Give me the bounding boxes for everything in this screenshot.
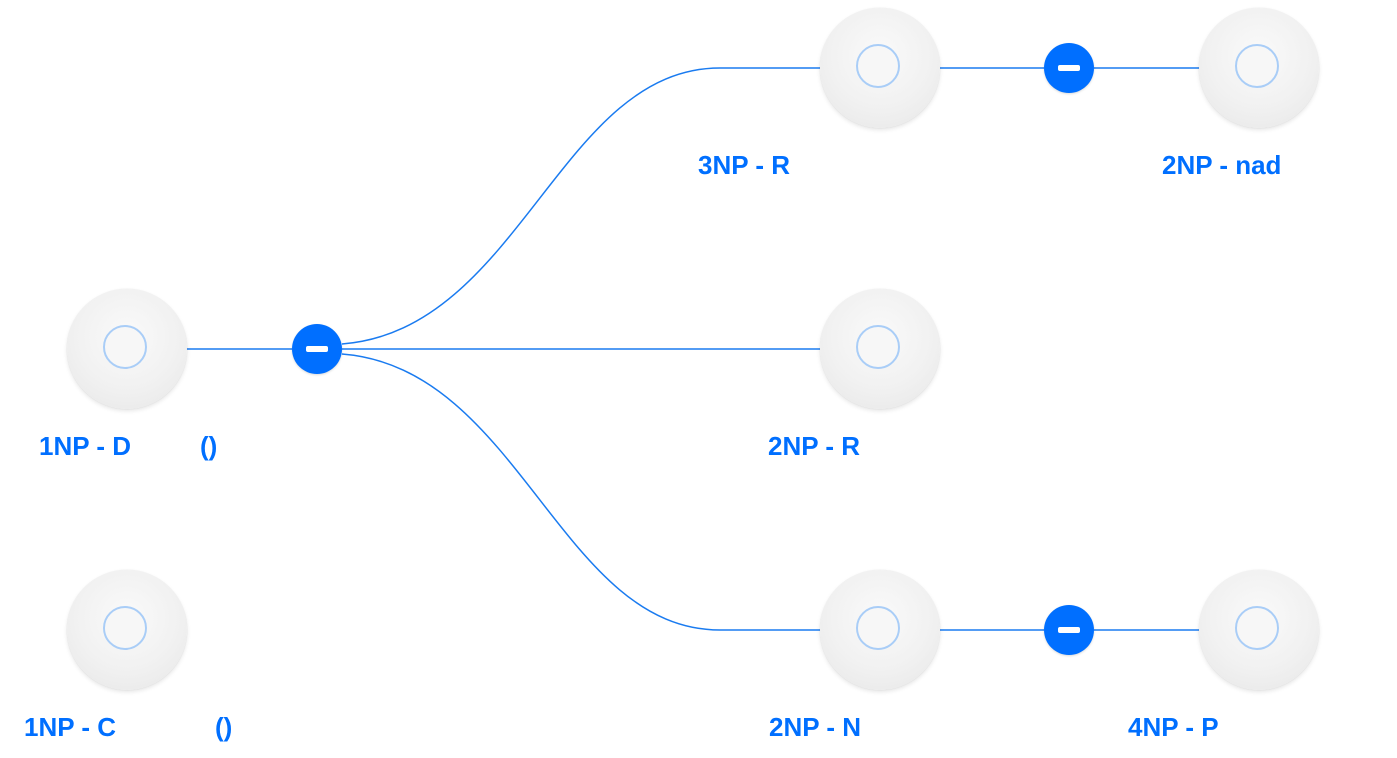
access-point-icon <box>103 325 147 369</box>
access-point-icon <box>1235 606 1279 650</box>
access-point-icon <box>1235 44 1279 88</box>
access-point-icon <box>856 606 900 650</box>
access-point-icon <box>856 44 900 88</box>
minus-icon <box>1058 627 1080 633</box>
collapse-toggle-d5[interactable] <box>1044 605 1094 655</box>
access-point-d7[interactable] <box>1199 570 1319 690</box>
minus-icon <box>306 346 328 352</box>
device-label-d1-suffix: () <box>200 431 218 461</box>
device-label-d5[interactable]: 2NP - N <box>769 712 861 742</box>
access-point-icon <box>103 606 147 650</box>
collapse-toggle-d1[interactable] <box>292 324 342 374</box>
device-label-d6[interactable]: 2NP - nad <box>1162 150 1282 180</box>
link-toggle-d5 <box>341 353 820 631</box>
access-point-d6[interactable] <box>1199 8 1319 128</box>
device-label-d7[interactable]: 4NP - P <box>1128 712 1219 742</box>
device-label-d1[interactable]: 1NP - D <box>39 431 131 461</box>
access-point-d3[interactable] <box>820 8 940 128</box>
access-point-d2[interactable] <box>67 570 187 690</box>
link-toggle-d3 <box>341 67 820 345</box>
collapse-toggle-d3[interactable] <box>1044 43 1094 93</box>
device-label-d4[interactable]: 2NP - R <box>768 431 860 461</box>
access-point-icon <box>856 325 900 369</box>
device-label-d2[interactable]: 1NP - C <box>24 712 116 742</box>
access-point-d1[interactable] <box>67 289 187 409</box>
device-label-d2-suffix: () <box>215 712 233 742</box>
minus-icon <box>1058 65 1080 71</box>
access-point-d5[interactable] <box>820 570 940 690</box>
access-point-d4[interactable] <box>820 289 940 409</box>
device-label-d3[interactable]: 3NP - R <box>698 150 790 180</box>
